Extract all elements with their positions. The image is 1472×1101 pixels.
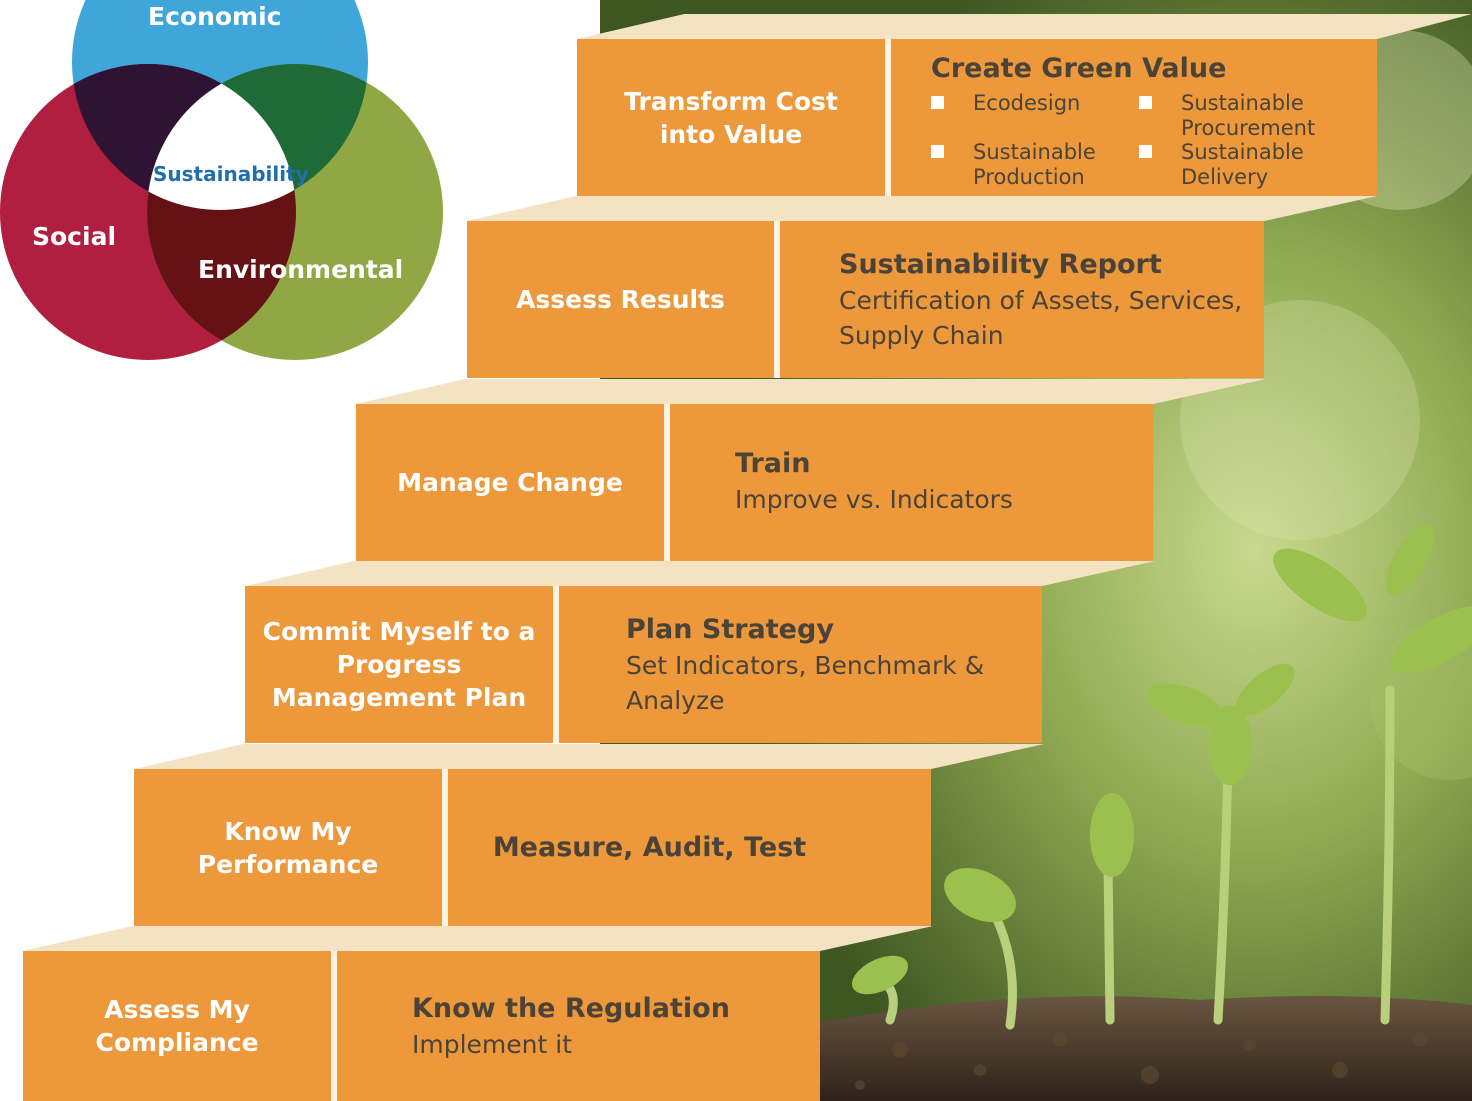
step-divider: [553, 586, 559, 743]
step-right-panel: Plan Strategy Set Indicators, Benchmark …: [559, 586, 1042, 743]
step-left-label: Know My Performance: [197, 816, 379, 879]
step-measure-audit-test: Know My Performance Measure, Audit, Test: [134, 744, 1044, 926]
step-subtitle: Improve vs. Indicators: [735, 485, 1013, 514]
step-right-panel: Measure, Audit, Test: [448, 769, 931, 926]
step-title: Sustainability Report: [839, 248, 1162, 280]
step-subtitle: Implement it: [412, 1029, 572, 1059]
step-subtitle: Certification of Assets, Services, Suppl…: [839, 285, 1243, 350]
step-right-panel: Create Green Value Ecodesign Sustainable…: [891, 39, 1377, 196]
step-title: Plan Strategy: [626, 613, 834, 645]
step-title: Train: [735, 448, 811, 479]
step-top-face: [577, 14, 1472, 39]
step-title: Know the Regulation: [412, 992, 730, 1024]
step-know-regulation: Assess My Compliance Know the Regulation…: [23, 926, 933, 1101]
square-bullet-icon: [1139, 145, 1152, 158]
sustainability-label: Sustainability: [153, 162, 309, 186]
step-sustainability-report: Assess Results Sustainability Report Cer…: [467, 196, 1377, 378]
step-top-face: [134, 744, 1044, 769]
step-left-panel: Know My Performance: [134, 769, 442, 926]
environmental-label: Environmental: [198, 255, 404, 284]
bullet-item: Sustainable Delivery: [1139, 140, 1339, 189]
step-top-face: [245, 561, 1155, 586]
bullet-item: Sustainable Production: [931, 140, 1139, 189]
square-bullet-icon: [931, 96, 944, 109]
step-left-label: Commit Myself to a Progress Management P…: [262, 617, 536, 712]
step-divider: [331, 951, 337, 1101]
step-divider: [774, 221, 780, 378]
step-divider: [664, 404, 670, 561]
step-left-panel: Manage Change: [356, 404, 664, 561]
square-bullet-icon: [931, 145, 944, 158]
step-left-panel: Assess My Compliance: [23, 951, 331, 1101]
step-title: Create Green Value: [931, 53, 1227, 84]
step-subtitle: Set Indicators, Benchmark & Analyze: [626, 650, 985, 715]
step-left-label: Assess My Compliance: [95, 995, 259, 1057]
step-left-label: Transform Cost into Value: [624, 86, 838, 149]
step-top-face: [467, 196, 1377, 221]
sustainability-venn: Economic Social Environmental Sustainabi…: [0, 0, 460, 380]
step-create-green-value: Transform Cost into Value Create Green V…: [577, 14, 1472, 196]
step-left-panel: Assess Results: [467, 221, 774, 378]
step-divider: [442, 769, 448, 926]
step-left-label: Assess Results: [516, 285, 725, 314]
step-left-panel: Commit Myself to a Progress Management P…: [245, 586, 553, 743]
green-value-bullets: Ecodesign Sustainable Procurement Sustai…: [931, 91, 1377, 189]
bullet-item: Ecodesign: [931, 91, 1139, 140]
step-left-panel: Transform Cost into Value: [577, 39, 885, 196]
step-right-panel: Sustainability Report Certification of A…: [780, 221, 1264, 378]
step-divider: [885, 39, 891, 196]
step-train: Manage Change Train Improve vs. Indicato…: [356, 379, 1266, 561]
step-right-panel: Train Improve vs. Indicators: [670, 404, 1153, 561]
step-plan-strategy: Commit Myself to a Progress Management P…: [245, 561, 1155, 743]
step-top-face: [356, 379, 1266, 404]
step-right-panel: Know the Regulation Implement it: [337, 951, 820, 1101]
square-bullet-icon: [1139, 96, 1152, 109]
economic-label: Economic: [148, 2, 282, 31]
social-label: Social: [32, 222, 117, 251]
bullet-item: Sustainable Procurement: [1139, 91, 1339, 140]
step-left-label: Manage Change: [397, 468, 623, 497]
step-top-face: [23, 926, 933, 951]
step-title: Measure, Audit, Test: [492, 831, 807, 863]
